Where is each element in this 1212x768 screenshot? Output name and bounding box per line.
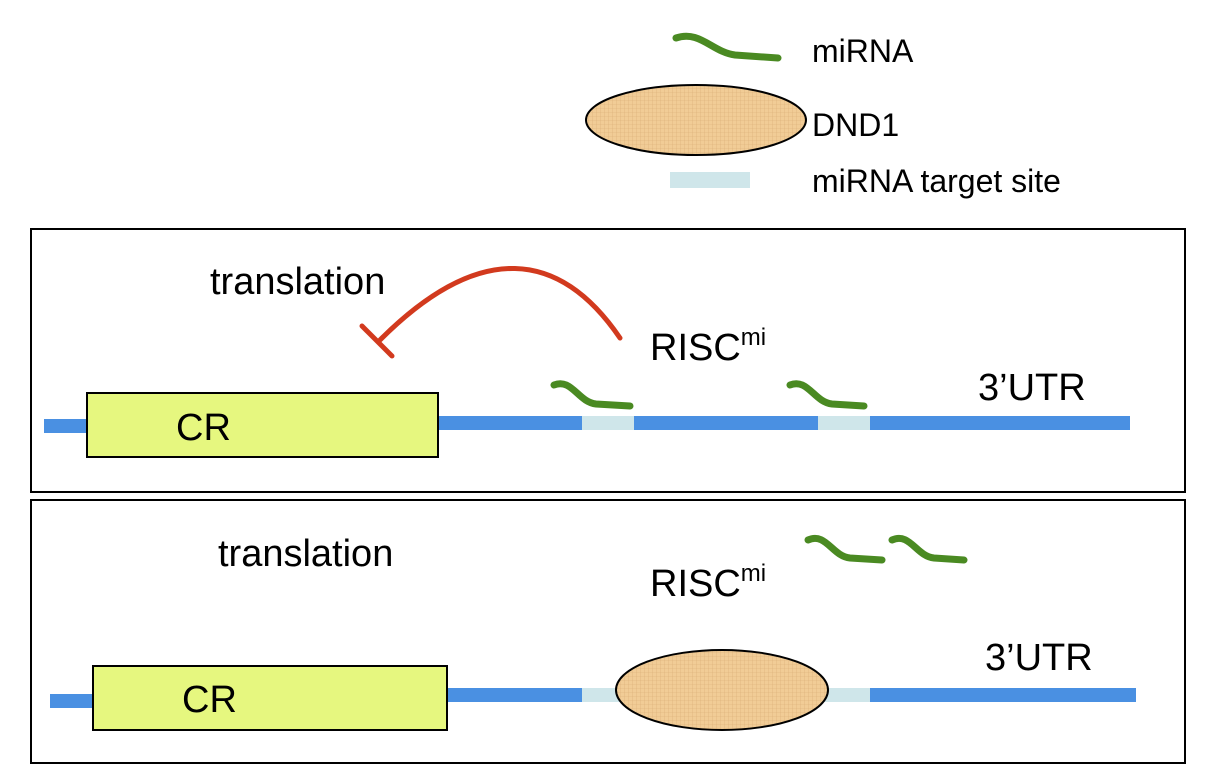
- panel-top-target-site-1: [582, 416, 634, 430]
- legend: miRNA DND1 miRNA target site: [585, 32, 1061, 199]
- panel-bottom-mirna-2-icon: [888, 534, 968, 564]
- legend-target-site-icon: [670, 172, 750, 188]
- legend-target-site-label: miRNA target site: [812, 163, 1061, 199]
- legend-dnd1-icon: [585, 84, 807, 156]
- legend-mirna-label: miRNA: [812, 33, 914, 69]
- panel-top-target-site-2: [818, 416, 870, 430]
- panel-top-cr-box: [86, 392, 439, 458]
- panel-top-mirna-1-icon: [550, 380, 634, 410]
- panel-top-mrna-left: [44, 419, 94, 433]
- panel-bottom: translation RISCmi 3’UTR CR: [30, 499, 1186, 764]
- risc-superscript: mi: [741, 560, 766, 587]
- inhibition-bar: [359, 323, 395, 359]
- panel-top-mirna-2-icon: [786, 380, 868, 410]
- risc-superscript: mi: [741, 324, 766, 351]
- panel-bottom-cr-box: [92, 665, 448, 731]
- panel-top-risc-label: RISCmi: [650, 324, 766, 369]
- panel-bottom-frame: [30, 499, 1186, 764]
- panel-top: translation RISCmi 3’UTR CR: [30, 228, 1186, 493]
- panel-bottom-target-site-2: [818, 688, 870, 702]
- panel-bottom-dnd1-icon: [615, 649, 829, 731]
- panel-bottom-translation-label: translation: [218, 533, 393, 575]
- panel-top-translation-label: translation: [210, 261, 385, 303]
- panel-bottom-cr-label: CR: [182, 679, 237, 721]
- legend-mirna-icon: [672, 32, 782, 62]
- risc-text: RISC: [650, 327, 741, 369]
- panel-bottom-utr-label: 3’UTR: [985, 637, 1093, 679]
- inhibition-arrow-icon: [377, 266, 623, 343]
- panel-top-utr-label: 3’UTR: [978, 367, 1086, 409]
- panel-bottom-mirna-1-icon: [804, 534, 886, 564]
- panel-bottom-risc-label: RISCmi: [650, 560, 766, 605]
- risc-text: RISC: [650, 563, 741, 605]
- panel-top-mrna-utr: [436, 416, 1130, 430]
- panel-top-cr-label: CR: [176, 407, 231, 449]
- legend-dnd1-label: DND1: [812, 107, 899, 143]
- panel-bottom-mrna-left: [50, 694, 96, 708]
- panel-top-frame: [30, 228, 1186, 493]
